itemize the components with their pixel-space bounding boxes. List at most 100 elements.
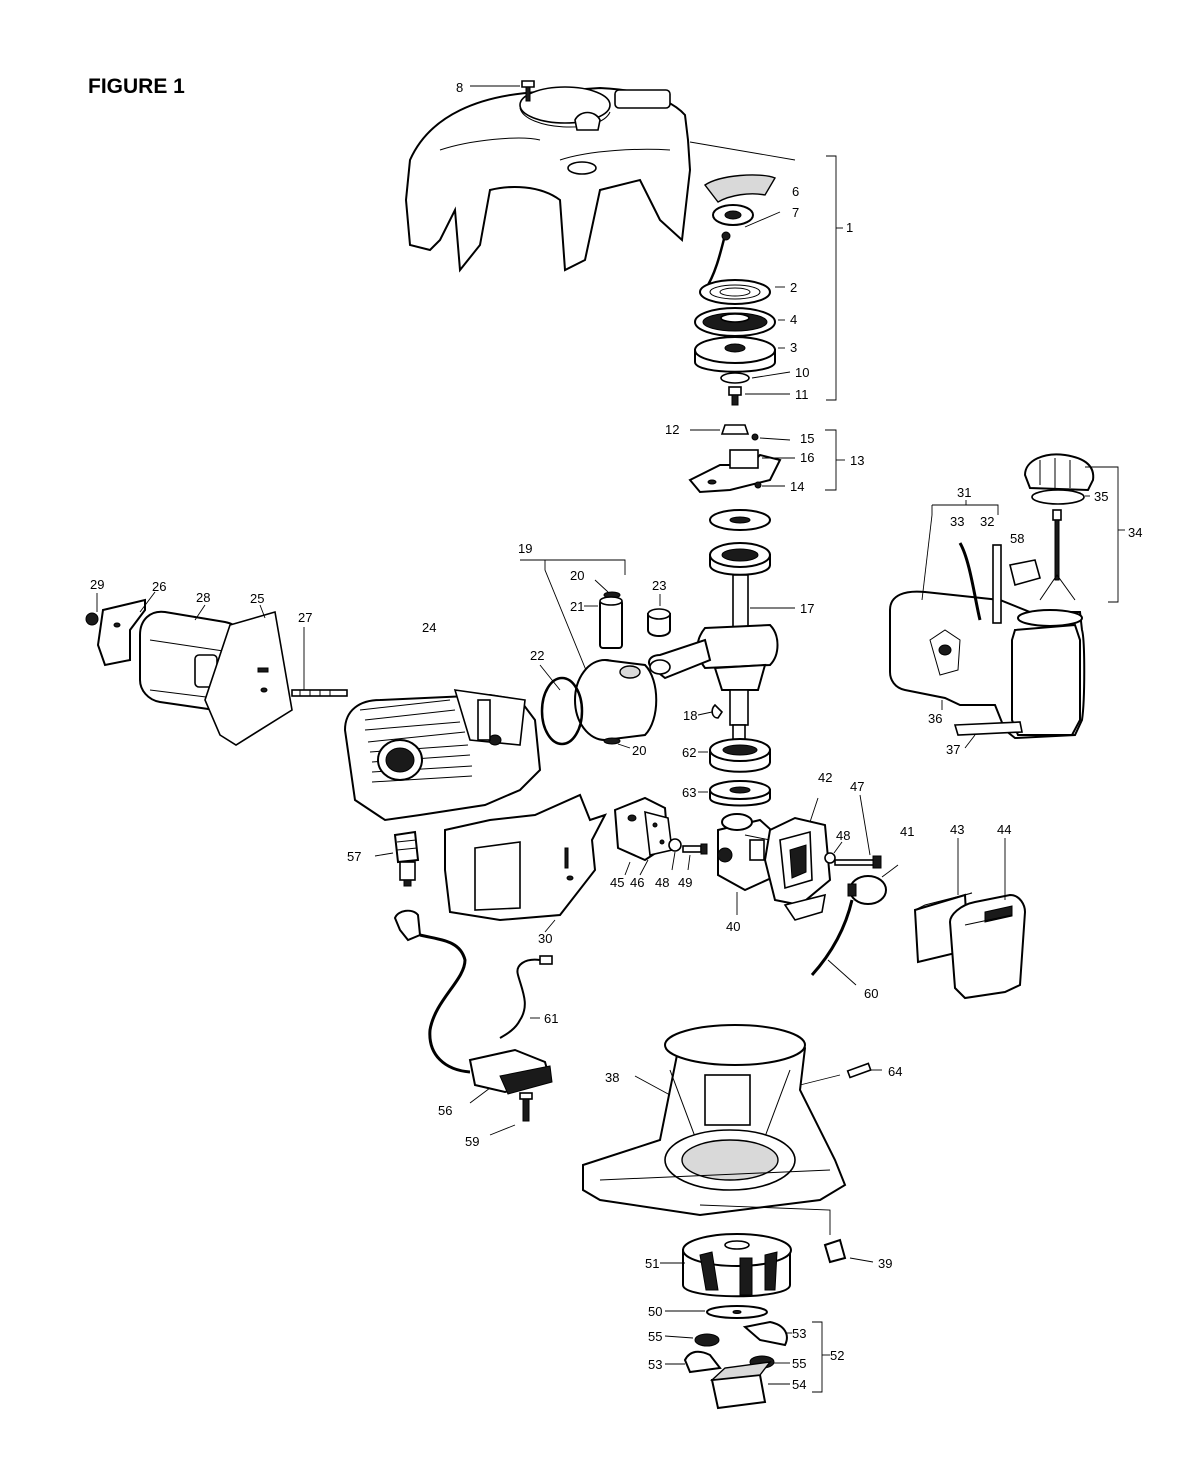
washer-48-left xyxy=(668,838,682,852)
callout-28: 28 xyxy=(196,590,210,605)
callout-22: 22 xyxy=(530,648,544,663)
callout-25: 25 xyxy=(250,591,264,606)
starter-washer-7 xyxy=(712,204,754,226)
callout-15: 15 xyxy=(800,431,814,446)
fuel-filter-vent xyxy=(1039,509,1076,601)
clutch-hub-54 xyxy=(709,1361,772,1410)
callout-37: 37 xyxy=(946,742,960,757)
nut-29 xyxy=(85,612,99,626)
tank-strap-37 xyxy=(953,721,1023,736)
callout-56: 56 xyxy=(438,1103,452,1118)
clip-58 xyxy=(1009,559,1041,586)
callout-16: 16 xyxy=(800,450,814,465)
callout-31: 31 xyxy=(957,485,971,500)
callout-59: 59 xyxy=(465,1134,479,1149)
bolt-47 xyxy=(834,855,882,869)
cylinder-24 xyxy=(343,689,542,822)
key-18 xyxy=(711,703,724,719)
callout-12: 12 xyxy=(665,422,679,437)
fuel-line-60 xyxy=(810,899,854,977)
callout-33: 33 xyxy=(950,514,964,529)
callout-27: 27 xyxy=(298,610,312,625)
callout-36: 36 xyxy=(928,711,942,726)
crankshaft-17 xyxy=(696,574,779,744)
callout-7: 7 xyxy=(792,205,799,220)
callout-46: 46 xyxy=(630,875,644,890)
callout-3: 3 xyxy=(790,340,797,355)
callout-38: 38 xyxy=(605,1070,619,1085)
callout-8: 8 xyxy=(456,80,463,95)
piston-assembly xyxy=(574,659,658,741)
callout-64: 64 xyxy=(888,1064,902,1079)
fuel-line-33 xyxy=(958,542,982,621)
clutch-shoe-53-left xyxy=(683,1350,722,1374)
ground-wire-61 xyxy=(499,955,553,1039)
callout-17: 17 xyxy=(800,601,814,616)
callout-48-right: 48 xyxy=(836,828,850,843)
washer-48-right xyxy=(824,852,836,864)
callout-35: 35 xyxy=(1094,489,1108,504)
callout-43: 43 xyxy=(950,822,964,837)
callout-21: 21 xyxy=(570,599,584,614)
callout-labels: 8 6 7 1 2 4 3 10 11 12 15 16 13 14 31 35… xyxy=(90,80,1142,1392)
callout-14: 14 xyxy=(790,479,804,494)
starter-pawl-6 xyxy=(703,174,777,203)
callout-39: 39 xyxy=(878,1256,892,1271)
callout-20-upper: 20 xyxy=(570,568,584,583)
clutch-spring-55-left xyxy=(694,1333,720,1347)
screw-8 xyxy=(521,80,535,102)
callout-48-left: 48 xyxy=(655,875,669,890)
callout-53-left: 53 xyxy=(648,1357,662,1372)
cylinder-shroud-30 xyxy=(444,793,608,922)
callout-34: 34 xyxy=(1128,525,1142,540)
gasket-46 xyxy=(644,810,673,856)
screw-59 xyxy=(519,1092,533,1122)
callout-51: 51 xyxy=(645,1256,659,1271)
callout-19: 19 xyxy=(518,541,532,556)
callout-57: 57 xyxy=(347,849,361,864)
callout-44: 44 xyxy=(997,822,1011,837)
seal-upper xyxy=(709,509,771,531)
fuel-tank xyxy=(889,590,1086,740)
connecting-rod xyxy=(648,638,712,680)
screw-49 xyxy=(682,843,708,855)
callout-47: 47 xyxy=(850,779,864,794)
callout-62: 62 xyxy=(682,745,696,760)
bearing-upper xyxy=(709,542,771,576)
clutch-shoe-53-right xyxy=(742,1320,788,1347)
cap-gasket-35 xyxy=(1031,489,1085,505)
bearing-62 xyxy=(709,738,771,773)
callout-26: 26 xyxy=(152,579,166,594)
callout-55-right: 55 xyxy=(792,1356,806,1371)
muffler-plate-26 xyxy=(96,598,146,667)
air-filter-cover-44 xyxy=(948,893,1027,1000)
callout-6: 6 xyxy=(792,184,799,199)
callout-60: 60 xyxy=(864,986,878,1001)
circlip-20-lower xyxy=(603,737,621,745)
callout-11: 11 xyxy=(795,387,809,402)
flywheel-51 xyxy=(682,1233,792,1298)
callout-63: 63 xyxy=(682,785,696,800)
air-filter-base-42 xyxy=(763,816,832,921)
callout-58: 58 xyxy=(1010,531,1024,546)
callout-20-lower: 20 xyxy=(632,743,646,758)
piston-pin-21 xyxy=(599,596,623,649)
bolt-27 xyxy=(291,689,348,697)
fuel-line-32 xyxy=(992,544,1002,624)
callout-54: 54 xyxy=(792,1377,806,1392)
bearing-23 xyxy=(647,608,671,637)
ignition-coil-56 xyxy=(468,1048,553,1095)
disk-50 xyxy=(706,1305,768,1319)
seal-63 xyxy=(709,780,771,807)
callout-61: 61 xyxy=(544,1011,558,1026)
starter-reel-4 xyxy=(694,307,776,337)
engine-cover xyxy=(404,86,692,273)
fuel-cap-34 xyxy=(1023,453,1095,492)
callout-45: 45 xyxy=(610,875,624,890)
bumper-39 xyxy=(823,1238,847,1264)
callout-53-right: 53 xyxy=(792,1326,806,1341)
callout-30: 30 xyxy=(538,931,552,946)
screw-11 xyxy=(728,386,742,406)
spark-plug-boot xyxy=(393,909,471,1074)
